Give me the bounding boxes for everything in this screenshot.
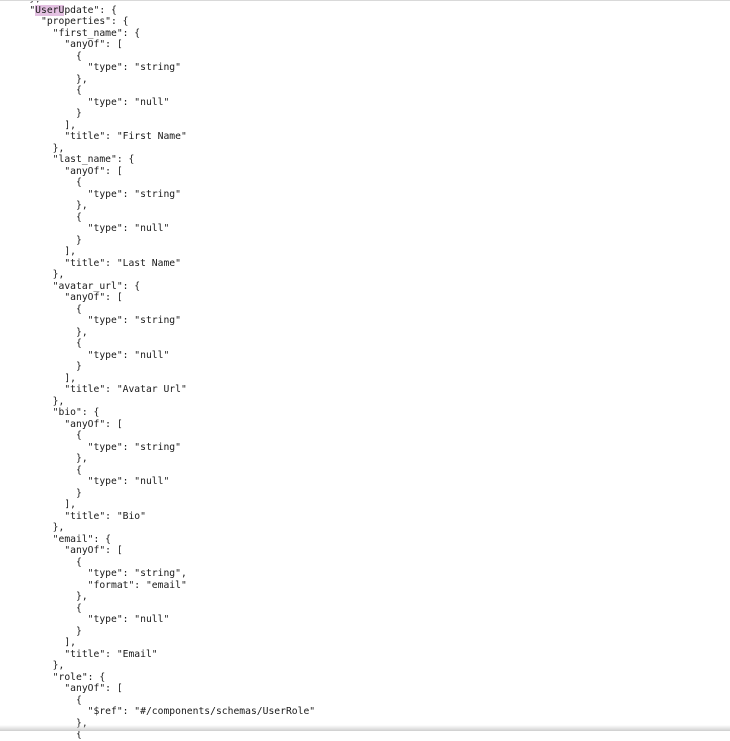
json-line: "type": "null" (6, 614, 170, 625)
json-line: "title": "Bio" (6, 510, 146, 522)
json-line: ], (6, 119, 76, 131)
json-line: "last_name": { (6, 154, 135, 165)
json-line: { (6, 694, 82, 706)
json-line: "type": "string" (6, 441, 181, 453)
json-line: } (6, 108, 82, 119)
json-line: "type": "string" (6, 188, 181, 200)
json-line: }, (6, 73, 88, 85)
json-line: }, (6, 269, 65, 280)
json-line: "type": "null" (6, 476, 170, 487)
json-line: "email": { (6, 533, 111, 545)
json-line: ], (6, 246, 76, 257)
json-line: { (6, 430, 82, 441)
json-line: "first_name": { (6, 27, 141, 39)
json-line: } (6, 487, 82, 499)
json-line: { (6, 338, 82, 349)
json-line: "type": "string" (6, 315, 181, 326)
json-line: "avatar_url": { (6, 280, 141, 292)
json-line: "type": "null" (6, 349, 170, 361)
json-line: "title": "Email" (6, 648, 158, 660)
find-match-highlight: UserU (35, 4, 65, 16)
json-line: "properties": { (6, 16, 129, 27)
json-line: { (6, 177, 82, 188)
json-line: "$ref": "#/components/schemas/UserRole" (6, 706, 316, 717)
json-line: }, (6, 453, 88, 464)
json-line: { (6, 464, 82, 476)
json-line: "type": "null" (6, 96, 170, 108)
window-top-border (0, 0, 730, 1)
json-line: { (6, 211, 82, 223)
json-line: }, (6, 142, 65, 154)
json-line: "anyOf": [ (6, 165, 123, 177)
json-line: "bio": { (6, 407, 100, 418)
json-line: }, (6, 522, 65, 533)
json-line: "anyOf": [ (6, 545, 123, 556)
json-line: { (6, 50, 82, 62)
json-line: "anyOf": [ (6, 418, 123, 430)
json-line: }, (6, 200, 88, 211)
json-line: } (6, 234, 82, 246)
json-line: { (6, 556, 82, 568)
json-line: } (6, 361, 82, 372)
json-line: }, (6, 717, 88, 729)
json-line: { (6, 602, 82, 614)
json-line: { (6, 85, 82, 96)
json-line: "type": "string" (6, 62, 181, 73)
json-line: } (6, 625, 82, 637)
json-code: }, "UserUpdate": { "properties": { "firs… (0, 0, 315, 741)
json-line: }, (6, 591, 88, 602)
json-line: "title": "Avatar Url" (6, 384, 187, 395)
json-line: { (6, 303, 82, 315)
json-line: ], (6, 499, 76, 510)
json-line: "anyOf": [ (6, 39, 123, 50)
json-line: "UserUpdate": { (6, 4, 117, 16)
json-line: }, (6, 660, 65, 671)
window-bottom-edge (0, 725, 730, 731)
json-line: "title": "First Name" (6, 131, 187, 142)
json-line: }, (6, 0, 315, 5)
json-line: "format": "email" (6, 579, 187, 591)
json-line: }, (6, 395, 65, 407)
json-line: }, (6, 326, 88, 338)
json-line: "title": "Last Name" (6, 257, 181, 269)
json-line: "role": { (6, 671, 106, 683)
json-line: ], (6, 637, 76, 648)
json-line: "type": "null" (6, 223, 170, 234)
json-line: "anyOf": [ (6, 292, 123, 303)
json-line: "type": "string", (6, 568, 187, 579)
json-line: "anyOf": [ (6, 683, 123, 694)
json-line: ], (6, 372, 76, 384)
